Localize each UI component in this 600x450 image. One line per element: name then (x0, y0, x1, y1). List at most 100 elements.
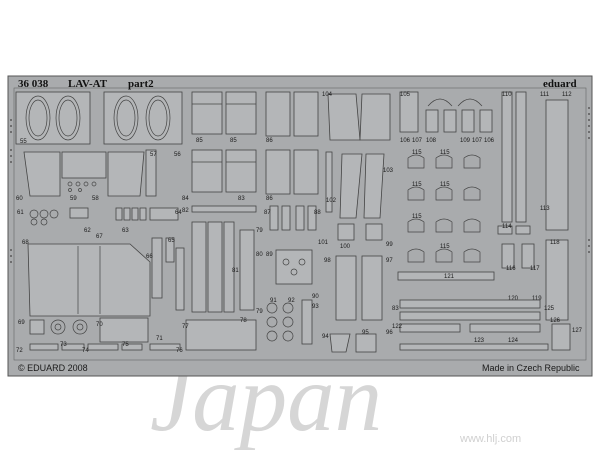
right-edge-perforations (588, 107, 590, 253)
part-group-105-110 (399, 91, 527, 223)
part-group-65-68 (27, 237, 175, 317)
part-label-76: 76 (176, 348, 183, 354)
watermark-url: www.hlj.com (459, 433, 521, 445)
part-label-97: 97 (386, 258, 393, 264)
part-label-62: 62 (84, 228, 91, 234)
part-label-104: 104 (322, 92, 333, 98)
part-group-56-60 (23, 149, 157, 197)
part-label-85a: 85 (196, 138, 203, 144)
left-edge-perforations (10, 119, 12, 263)
part-label-115f: 115 (440, 244, 450, 250)
part-group-61-64 (29, 207, 179, 226)
part-label-127: 127 (572, 328, 583, 334)
part-label-114: 114 (502, 224, 512, 230)
part-group-94-98 (329, 255, 383, 353)
part-label-77: 77 (182, 324, 189, 330)
part-label-103: 103 (383, 168, 394, 174)
part-label-108: 108 (426, 138, 437, 144)
part-label-121: 121 (444, 274, 455, 280)
part-label-115e: 115 (412, 214, 422, 220)
part-label-125: 125 (544, 306, 555, 312)
part-label-80: 80 (256, 252, 263, 258)
part-label-109: 109 (460, 138, 471, 144)
part-label-119: 119 (532, 296, 542, 302)
part-group-115 (407, 154, 481, 263)
part-label-126: 126 (550, 318, 561, 324)
part-label-71: 71 (156, 336, 163, 342)
part-group-122-127 (399, 299, 571, 351)
part-label-83a: 83 (238, 196, 245, 202)
part-label-100: 100 (340, 244, 351, 250)
part-label-96: 96 (386, 330, 393, 336)
part-group-69-76 (29, 317, 181, 351)
part-label-115c: 115 (412, 182, 422, 188)
part-label-117: 117 (530, 266, 540, 272)
part-label-112: 112 (562, 92, 572, 98)
part-label-89: 89 (266, 252, 273, 258)
part-group-77-81 (175, 221, 257, 351)
part-121-bar (397, 271, 495, 281)
part-label-91: 91 (270, 298, 277, 304)
part-label-69: 69 (18, 320, 25, 326)
brand-logo: eduard (543, 78, 577, 90)
part-label-66: 66 (146, 254, 153, 260)
part-label-98: 98 (324, 258, 331, 264)
part-label-74: 74 (82, 348, 89, 354)
part-label-86b: 86 (266, 196, 273, 202)
part-label-63: 63 (122, 228, 129, 234)
part-label-65: 65 (168, 238, 175, 244)
part-group-101-104 (325, 93, 391, 241)
origin-text: Made in Czech Republic (482, 363, 580, 373)
part-label-88: 88 (314, 210, 321, 216)
part-label-83b: 83 (392, 306, 399, 312)
part-label-85b: 85 (230, 138, 237, 144)
part-label-93: 93 (312, 304, 319, 310)
part-label-107a: 107 (412, 138, 423, 144)
part-label-92: 92 (288, 298, 295, 304)
part-label-78: 78 (240, 318, 247, 324)
part-label-55: 55 (20, 139, 27, 145)
part-label-111: 111 (540, 92, 550, 98)
part-label-58: 58 (92, 196, 99, 202)
part-label-118: 118 (550, 240, 560, 246)
part-label-84: 84 (182, 196, 189, 202)
part-label-107b: 107 (472, 138, 483, 144)
part-label-81: 81 (232, 268, 239, 274)
part-label-123: 123 (474, 338, 485, 344)
part-label-73: 73 (60, 342, 67, 348)
part-label-113: 113 (540, 206, 550, 212)
part-label-57: 57 (150, 152, 157, 158)
part-group-85 (191, 91, 257, 135)
copyright-text: © EDUARD 2008 (18, 363, 88, 373)
part-label-75: 75 (122, 342, 129, 348)
fret-inner-border (13, 87, 587, 361)
sheet-subtitle: part2 (128, 78, 154, 90)
sheet-title: LAV-AT (68, 78, 108, 90)
part-label-116: 116 (506, 266, 516, 272)
part-label-102: 102 (326, 198, 337, 204)
part-label-90: 90 (312, 294, 319, 300)
part-label-59: 59 (70, 196, 77, 202)
part-label-95: 95 (362, 330, 369, 336)
part-label-60: 60 (16, 196, 23, 202)
part-label-70: 70 (96, 322, 103, 328)
part-label-124: 124 (508, 338, 519, 344)
part-label-72: 72 (16, 348, 23, 354)
part-label-79a: 79 (256, 228, 263, 234)
part-label-94: 94 (322, 334, 329, 340)
part-group-113-119 (497, 99, 569, 321)
part-label-82: 82 (182, 208, 189, 214)
part-group-86-88 (265, 91, 319, 231)
part-label-105: 105 (400, 92, 411, 98)
part-group-84 (191, 149, 257, 213)
part-label-115b: 115 (440, 150, 450, 156)
part-label-86a: 86 (266, 138, 273, 144)
part-label-67: 67 (96, 234, 103, 240)
part-label-106b: 106 (484, 138, 495, 144)
part-label-115d: 115 (440, 182, 450, 188)
part-label-64: 64 (175, 210, 182, 216)
sheet-code: 36 038 (18, 78, 49, 90)
part-label-99: 99 (386, 242, 393, 248)
part-label-56: 56 (174, 152, 181, 158)
